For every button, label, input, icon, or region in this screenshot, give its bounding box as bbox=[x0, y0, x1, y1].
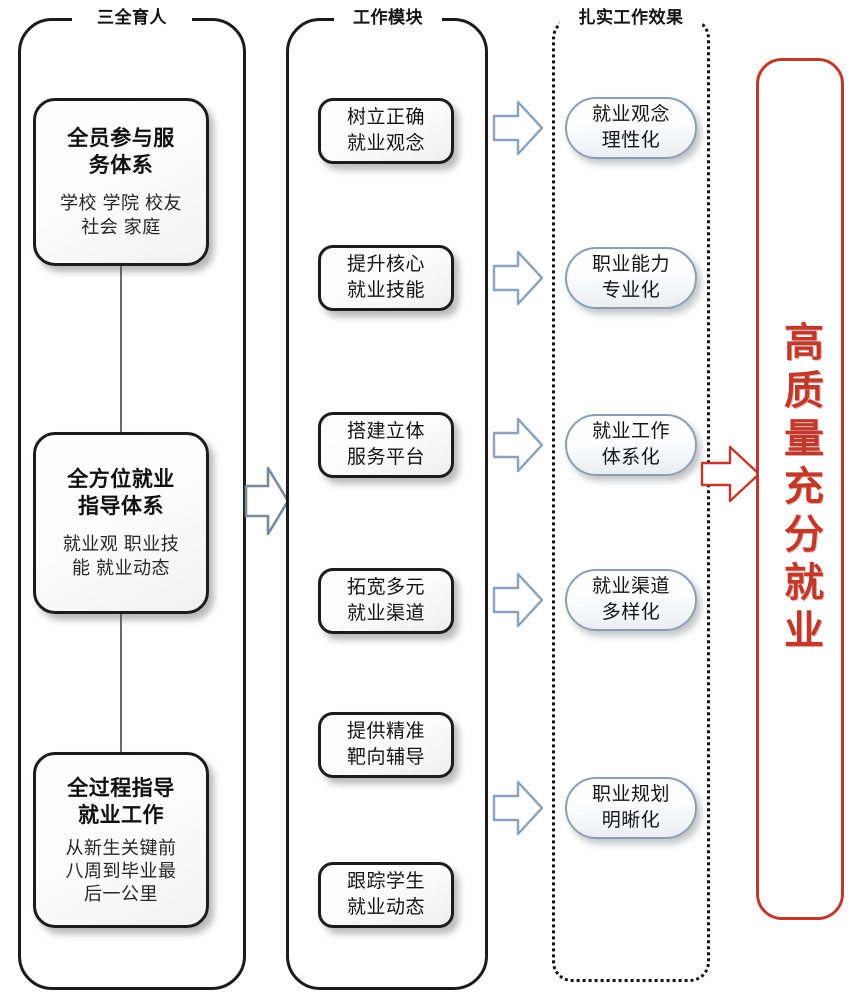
column-header-pillars: 三全育人 bbox=[72, 8, 192, 28]
pillar-card-2[interactable]: 全方位就业 指导体系 就业观 职业技 能 就业动态 bbox=[33, 432, 209, 614]
effect-pill-2[interactable]: 职业能力 专业化 bbox=[565, 247, 697, 309]
module-box-1[interactable]: 树立正确 就业观念 bbox=[318, 98, 454, 164]
effect-pill-1[interactable]: 就业观念 理性化 bbox=[565, 97, 697, 159]
module-box-1-label: 树立正确 就业观念 bbox=[346, 107, 425, 154]
module-box-3[interactable]: 搭建立体 服务平台 bbox=[318, 412, 454, 478]
effect-pill-3[interactable]: 就业工作 体系化 bbox=[565, 414, 697, 476]
pillar-connector-1 bbox=[120, 258, 122, 440]
effect-pill-2-label: 职业能力 专业化 bbox=[591, 254, 670, 301]
module-box-5[interactable]: 提供精准 靶向辅导 bbox=[318, 712, 454, 778]
effect-pill-4[interactable]: 就业渠道 多样化 bbox=[565, 569, 697, 631]
arrow-modules-to-effects-5 bbox=[492, 780, 544, 836]
arrow-pillars-to-modules bbox=[244, 466, 290, 536]
module-box-2[interactable]: 提升核心 就业技能 bbox=[318, 245, 454, 311]
outcome-text: 高质量充分就业 bbox=[778, 321, 822, 657]
module-box-6[interactable]: 跟踪学生 就业动态 bbox=[318, 862, 454, 928]
column-header-modules: 工作模块 bbox=[334, 8, 442, 28]
outcome-box[interactable]: 高质量充分就业 bbox=[756, 58, 844, 920]
arrow-modules-to-effects-3 bbox=[492, 417, 544, 473]
pillar-card-2-title: 全方位就业 指导体系 bbox=[67, 468, 175, 518]
effect-pill-3-label: 就业工作 体系化 bbox=[591, 421, 670, 468]
arrow-modules-to-effects-4 bbox=[492, 572, 544, 628]
column-header-effects: 扎实工作效果 bbox=[560, 8, 702, 28]
module-box-6-label: 跟踪学生 就业动态 bbox=[346, 871, 425, 918]
effect-pill-4-label: 就业渠道 多样化 bbox=[591, 576, 670, 623]
effect-pill-1-label: 就业观念 理性化 bbox=[591, 104, 670, 151]
pillar-card-2-subtitle: 就业观 职业技 能 就业动态 bbox=[62, 534, 180, 578]
pillar-card-3-title: 全过程指导 就业工作 bbox=[67, 776, 175, 827]
arrow-effects-to-outcome bbox=[700, 445, 761, 503]
pillar-card-1-subtitle: 学校 学院 校友 社会 家庭 bbox=[59, 193, 182, 237]
pillar-connector-2 bbox=[120, 610, 122, 758]
effect-pill-5[interactable]: 职业规划 明晰化 bbox=[565, 777, 697, 839]
module-box-3-label: 搭建立体 服务平台 bbox=[346, 421, 425, 468]
pillar-card-1-title: 全员参与服 务体系 bbox=[67, 127, 175, 177]
module-box-2-label: 提升核心 就业技能 bbox=[346, 254, 425, 301]
arrow-modules-to-effects-1 bbox=[492, 100, 544, 156]
module-box-4[interactable]: 拓宽多元 就业渠道 bbox=[318, 568, 454, 634]
effect-pill-5-label: 职业规划 明晰化 bbox=[591, 784, 670, 831]
module-box-5-label: 提供精准 靶向辅导 bbox=[346, 721, 425, 768]
pillar-card-3-subtitle: 从新生关键前 八周到毕业最 后一公里 bbox=[65, 837, 177, 904]
module-box-4-label: 拓宽多元 就业渠道 bbox=[346, 577, 425, 624]
pillar-card-1[interactable]: 全员参与服 务体系 学校 学院 校友 社会 家庭 bbox=[33, 98, 209, 266]
pillar-card-3[interactable]: 全过程指导 就业工作 从新生关键前 八周到毕业最 后一公里 bbox=[33, 752, 209, 928]
arrow-modules-to-effects-2 bbox=[492, 250, 544, 306]
